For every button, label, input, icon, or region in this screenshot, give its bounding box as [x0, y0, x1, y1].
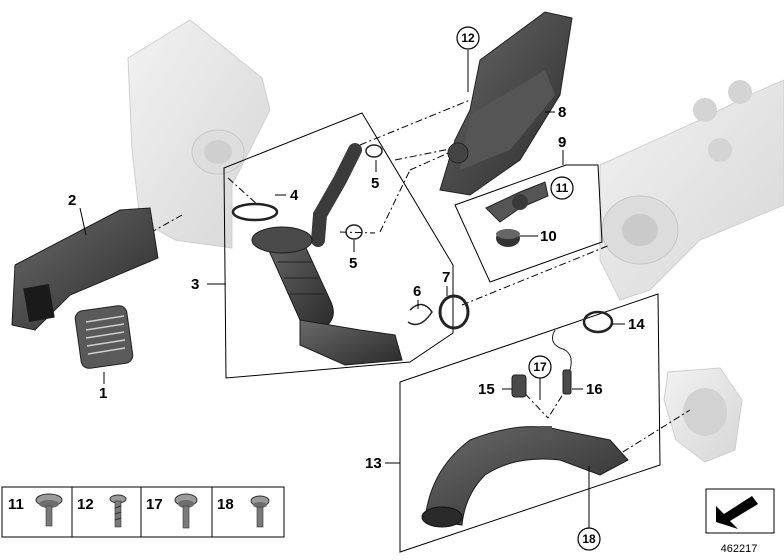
- leader-lines: [79, 50, 625, 528]
- sensor-part-15: [511, 374, 527, 398]
- group-box-13: [399, 293, 661, 553]
- sensor-cable: [551, 329, 572, 371]
- air-filter-housing-ghost: [127, 19, 271, 249]
- callout-4: 4: [290, 187, 299, 204]
- svg-text:11: 11: [556, 181, 569, 195]
- seal-ring-part-14: [582, 310, 614, 334]
- fastener-legend: 11 12 17 18: [1, 486, 285, 538]
- callout-18-circled: 18: [577, 527, 601, 551]
- callout-9: 9: [558, 134, 566, 151]
- callout-12-circled: 12: [456, 26, 480, 50]
- svg-text:18: 18: [582, 532, 596, 546]
- callout-10: 10: [540, 228, 557, 245]
- svg-text:12: 12: [77, 496, 94, 513]
- clamp-part-4: [231, 202, 279, 222]
- legend-item-11: 11: [8, 493, 63, 527]
- arrow-icon: [716, 496, 758, 529]
- screw-icon: [174, 493, 198, 529]
- intake-hose-part-3: [251, 143, 403, 366]
- callout-3: 3: [191, 276, 199, 293]
- turbocharger-manifold-ghost: [599, 79, 784, 301]
- callout-7: 7: [442, 269, 450, 286]
- callout-13: 13: [365, 455, 382, 472]
- seal-ring-part-7: [438, 294, 470, 330]
- svg-text:17: 17: [146, 496, 163, 513]
- screw-icon: [250, 495, 270, 528]
- svg-text:17: 17: [533, 360, 547, 374]
- callout-14: 14: [628, 316, 645, 333]
- callout-1: 1: [99, 385, 107, 402]
- charge-air-pipe-part-13: [421, 426, 629, 528]
- screw-icon: [109, 494, 127, 528]
- legend-item-12: 12: [77, 494, 127, 528]
- sensor-part-16: [562, 369, 572, 395]
- throttle-body-ghost: [663, 367, 743, 463]
- callout-5-upper: 5: [371, 175, 379, 192]
- orientation-arrow-box: [705, 488, 775, 534]
- callout-5-lower: 5: [349, 255, 357, 272]
- spring-clip-part-6: [407, 303, 433, 326]
- screw-icon: [35, 493, 63, 527]
- svg-text:12: 12: [461, 31, 475, 45]
- legend-item-17: 17: [146, 493, 198, 529]
- intake-duct-part-2: [11, 207, 159, 331]
- callout-2: 2: [68, 192, 76, 209]
- svg-text:11: 11: [8, 496, 24, 513]
- o-ring-part-5-lower: [345, 224, 363, 240]
- svg-text:18: 18: [217, 496, 234, 513]
- grommet-part-10: [496, 229, 520, 247]
- resonator-part-8: [439, 11, 573, 196]
- callout-16: 16: [586, 381, 603, 398]
- callout-11-circled: 11: [550, 176, 574, 200]
- callout-15: 15: [478, 381, 495, 398]
- callout-8: 8: [558, 104, 566, 121]
- grille-part-1: [74, 305, 134, 369]
- o-ring-part-5-upper: [365, 144, 383, 158]
- doc-number: 462217: [721, 543, 758, 555]
- callout-17-circled: 17: [528, 355, 552, 379]
- callout-6: 6: [413, 283, 421, 300]
- group-box-3: [223, 112, 454, 379]
- legend-item-18: 18: [217, 495, 270, 528]
- group-box-9: [454, 164, 603, 283]
- bracket-part-11: [485, 181, 549, 223]
